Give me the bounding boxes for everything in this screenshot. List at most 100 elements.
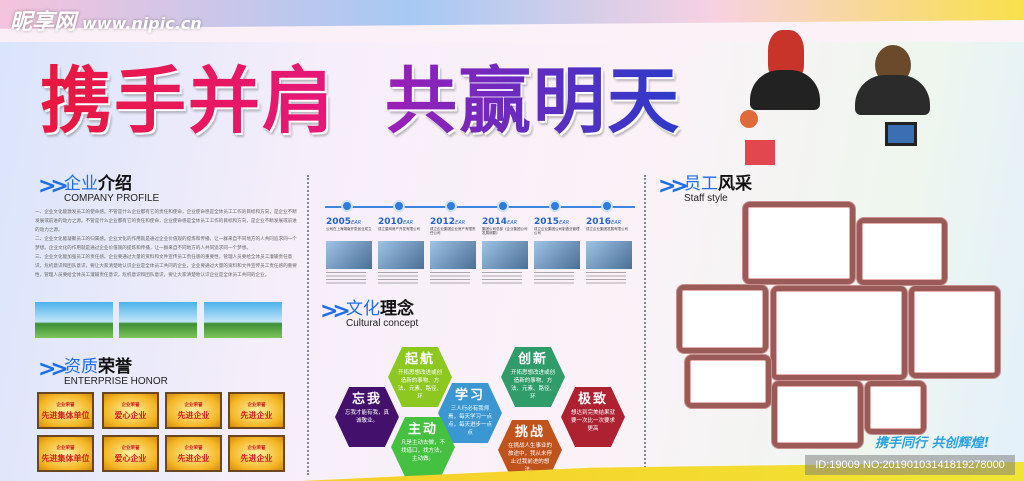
timeline-dot xyxy=(445,200,457,212)
photo-frame xyxy=(772,381,863,448)
photo-frame xyxy=(771,286,907,380)
timeline-desc: 公司在上海湖南开张创业成立 xyxy=(326,227,372,231)
title-part1: 携手并肩 xyxy=(40,42,336,147)
timeline-dot xyxy=(497,200,509,212)
paragraph: 二、企业文化能凝聚员工的归属感。企业文化的作用就是通过企业价值观的提炼和传播，让… xyxy=(35,237,297,251)
year-number: 2005 xyxy=(326,217,352,227)
paragraph: 一、企业文化能激发员工的使命感。不管是什么企业都有它的责任和使命，企业使命感是全… xyxy=(35,210,297,233)
watermark-url: www.nipic.cn xyxy=(82,14,202,33)
timeline-desc: 成立企业集团企业房产有限责任公司 xyxy=(430,227,476,235)
plaque-caption: 企业荣誉 xyxy=(184,446,203,451)
plaque-caption: 企业荣誉 xyxy=(247,403,266,408)
photo-frame xyxy=(857,218,947,285)
hexagon-title: 学习 xyxy=(454,388,485,403)
timeline-year: 2016EAR xyxy=(586,217,634,227)
double-chevron-icon: >> xyxy=(658,174,689,199)
photo-frame xyxy=(677,285,768,353)
timeline-dot xyxy=(393,200,405,212)
timeline-text-lines xyxy=(534,272,574,286)
timeline-desc: 集团公司总部《企业集团公司发展纲要》 xyxy=(482,227,528,235)
year-number: 2012 xyxy=(430,217,456,227)
hexagon-title: 极致 xyxy=(577,392,608,407)
paragraph: 三、企业文化能加强员工的责任感。企业要通过大量的资料和文件宣传员工责任感的重要性… xyxy=(35,255,297,278)
timeline-year: 2015EAR xyxy=(534,217,582,227)
hexagon-desc: 在挑战人生事业的旅途中，我从未停止过我前进的想法。 xyxy=(507,443,552,473)
plaque-title: 先进集体单位 xyxy=(41,411,90,420)
photo-frame xyxy=(865,381,926,434)
hexagon-desc: 想达到完美结果就要一次比一次要求更高 xyxy=(570,410,615,432)
honor-plaque: 企业荣誉爱心企业 xyxy=(102,392,159,429)
plaque-caption: 企业荣誉 xyxy=(247,446,266,451)
timeline-desc: 成立企业集团公司制造业管理公司 xyxy=(534,227,580,235)
culture-hexagon: 极致想达到完美结果就要一次比一次要求更高 xyxy=(561,387,625,447)
timeline-text-lines xyxy=(430,272,470,286)
company-profile-text: 一、企业文化能激发员工的使命感。不管是什么企业都有它的责任和使命，企业使命感是全… xyxy=(35,208,297,280)
hexagon-title: 主动 xyxy=(407,422,438,437)
timeline-photo xyxy=(378,241,424,269)
person-body xyxy=(855,75,930,115)
honor-plaque: 企业荣誉先进集体单位 xyxy=(37,392,94,429)
heading-en: Cultural concept xyxy=(346,318,419,329)
company-profile-header: >> 企业介绍 COMPANY PROFILE xyxy=(38,175,160,205)
plaque-caption: 企业荣誉 xyxy=(56,446,75,451)
honor-plaque: 企业荣誉先进集体单位 xyxy=(37,435,94,472)
watermark-site: 昵享网 xyxy=(10,10,77,35)
timeline-year: 2010EAR xyxy=(378,217,426,227)
plaque-title: 爱心企业 xyxy=(114,454,147,463)
hexagon-title: 忘我 xyxy=(351,392,382,407)
timeline-photo xyxy=(534,241,580,269)
heading-cn-black: 荣誉 xyxy=(98,357,132,377)
hexagon-desc: 忘我才能有我，真诚敬业。 xyxy=(344,410,389,424)
year-number: 2015 xyxy=(534,217,560,227)
divider xyxy=(307,175,309,475)
heading-en: Staff style xyxy=(684,193,728,204)
culture-hexagon: 起航开拓思想改进或创造新的事物、方法、元素、路径、环 xyxy=(388,347,452,407)
double-chevron-icon: >> xyxy=(38,357,69,382)
year-number: 2014 xyxy=(482,217,508,227)
timeline-dot xyxy=(601,200,613,212)
timeline-desc: 成立企业集团发展有限公司 xyxy=(586,227,628,231)
timeline-year: 2005EAR xyxy=(326,217,374,227)
hexagon-title: 起航 xyxy=(404,352,435,367)
year-number: 2010 xyxy=(378,217,404,227)
timeline-dot xyxy=(341,200,353,212)
timeline-year: 2012EAR xyxy=(430,217,478,227)
enterprise-honor-header: >> 资质荣誉 ENTERPRISE HONOR xyxy=(38,357,168,388)
plaque-title: 先进企业 xyxy=(177,454,210,463)
double-chevron-icon: >> xyxy=(320,299,351,324)
year-suffix: EAR xyxy=(507,220,518,226)
heading-cn-blue: 资质 xyxy=(64,357,98,377)
heading-cn-black: 理念 xyxy=(380,299,414,319)
divider xyxy=(644,175,646,475)
culture-hexagon: 忘我忘我才能有我，真诚敬业。 xyxy=(335,387,399,447)
honor-plaque: 企业荣誉先进企业 xyxy=(228,392,285,429)
honor-plaque: 企业荣誉先进企业 xyxy=(165,392,222,429)
watermark-id: ID:19009 NO:20190103141819278000 xyxy=(805,455,1015,475)
heading-en: ENTERPRISE HONOR xyxy=(64,376,168,387)
year-number: 2016 xyxy=(586,217,612,227)
nature-photo xyxy=(204,302,282,338)
person-body xyxy=(750,70,820,110)
timeline-photo xyxy=(430,241,476,269)
timeline-desc: 成立星网房产开发有限公司 xyxy=(378,227,420,231)
photo-frame xyxy=(743,202,855,284)
tablet-icon xyxy=(885,122,917,146)
nature-photo xyxy=(119,302,197,338)
timeline-text-lines xyxy=(326,272,366,286)
timeline-text-lines xyxy=(482,272,522,286)
business-people-illustration xyxy=(740,30,980,170)
plaque-title: 先进企业 xyxy=(177,411,210,420)
plaque-caption: 企业荣誉 xyxy=(121,403,140,408)
hexagon-desc: 三人行必有我师焉，每天学习一点点，每天进步一点点 xyxy=(447,406,492,436)
heading-en: COMPANY PROFILE xyxy=(64,193,160,204)
plaque-caption: 企业荣誉 xyxy=(184,403,203,408)
notebook-icon xyxy=(745,140,775,165)
nature-photo xyxy=(35,302,113,338)
plaque-title: 先进集体单位 xyxy=(41,454,90,463)
heading-cn-black: 风采 xyxy=(718,174,752,194)
culture-hexagon: 学习三人行必有我师焉，每天学习一点点，每天进步一点点 xyxy=(438,383,502,443)
year-suffix: EAR xyxy=(455,220,466,226)
culture-hexagon: 主动凡是主动去做，不找借口，找方法，主动做。 xyxy=(391,417,455,477)
